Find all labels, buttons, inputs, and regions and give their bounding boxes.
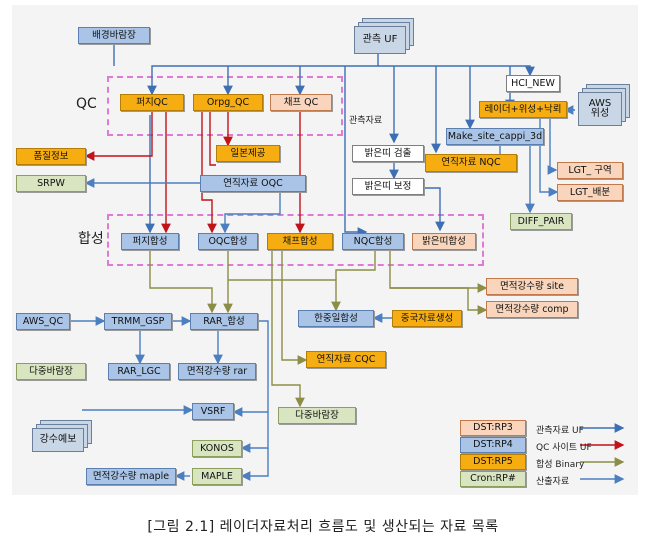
qc-section-label: QC	[76, 96, 97, 112]
node-multi-wind-left: 다중바람장	[16, 363, 86, 380]
node-hci-new: HCI_NEW	[506, 75, 560, 92]
node-orpg-qc: Orpg_QC	[193, 94, 263, 111]
node-maple: MAPLE	[192, 468, 242, 485]
legend-box-cron: Cron:RP#	[460, 471, 526, 487]
node-japan-provision: 일본제공	[216, 145, 280, 162]
qc-group-frame	[107, 76, 343, 136]
node-bright-band-correct: 밝은띠 보정	[352, 178, 424, 195]
node-area-rain-site: 면적강수량 site	[486, 278, 578, 295]
node-china-data: 중국자료생성	[392, 310, 462, 327]
node-bright-band-detect: 밝은띠 검출	[352, 145, 424, 162]
node-vsrf: VSRF	[192, 403, 234, 420]
qc-site-uf-flow	[84, 111, 305, 234]
node-nqc-comp: NQC합성	[342, 233, 404, 250]
legend-label-synthesis-binary: 합성 Binary	[536, 460, 585, 470]
node-radar-sat-lightning: 레이더+위성+낙뢰	[479, 101, 567, 118]
node-rain-forecast: 강수예보	[32, 428, 84, 452]
node-konos: KONOS	[192, 440, 242, 457]
observation-data-edge-label: 관측자료	[349, 116, 383, 126]
synthesis-binary-flow	[149, 250, 488, 408]
node-quality-info: 품질정보	[16, 148, 86, 165]
node-vertical-nqc: 연직자료 NQC	[425, 154, 517, 172]
legend-label-qc-site-uf: QC 사이트 UF	[536, 443, 592, 453]
node-background-wind: 배경바람장	[78, 27, 150, 44]
synthesis-section-label: 합성	[78, 231, 104, 247]
figure-caption: [그림 2.1] 레이더자료처리 흐름도 및 생산되는 자료 목록	[147, 519, 499, 535]
product-flow	[70, 105, 575, 481]
synthesis-group-frame	[107, 214, 484, 266]
legend-box-rp3: DST:RP3	[460, 420, 526, 436]
node-rar-comp: RAR_합성	[190, 313, 258, 330]
node-chaff-comp: 채프합성	[267, 233, 333, 250]
node-srpw: SRPW	[16, 175, 86, 192]
node-rar-lgc: RAR_LGC	[108, 363, 170, 380]
legend-box-rp5: DST:RP5	[460, 454, 526, 470]
node-area-rain-rar: 면적강수량 rar	[178, 363, 256, 380]
node-observation-uf: 관측 UF	[354, 26, 406, 54]
node-lgt-dist: LGT_배분	[557, 184, 623, 201]
legend-box-rp4: DST:RP4	[460, 437, 526, 453]
node-area-rain-comp: 면적강수량 comp	[486, 301, 578, 318]
node-korea-japan-comp: 한중일합성	[298, 310, 374, 327]
node-vertical-cqc: 연직자료 CQC	[306, 351, 386, 368]
legend-lines	[580, 423, 625, 484]
node-aws-sat: AWS 위성	[578, 92, 622, 126]
node-oqc-comp: OQC합성	[198, 233, 258, 250]
node-chaff-qc: 채프 QC	[270, 94, 332, 111]
node-trmm-gsp: TRMM_GSP	[104, 313, 172, 330]
node-lgt-zone: LGT_ 구역	[557, 162, 623, 179]
node-make-site-cappi: Make_site_cappi_3d	[446, 128, 544, 145]
legend-label-product: 산출자료	[536, 477, 570, 487]
node-area-rain-maple: 면적강수량 maple	[86, 468, 176, 485]
node-diff-pair: DIFF_PAIR	[510, 213, 572, 230]
node-bright-comp: 밝은띠합성	[412, 233, 476, 250]
node-fuzzy-qc: 퍼지QC	[120, 94, 184, 111]
node-aws-qc: AWS_QC	[16, 313, 70, 330]
node-multi-wind-center: 다중바람장	[278, 407, 356, 424]
legend-label-observation-uf: 관측자료 UF	[536, 426, 584, 436]
node-vertical-oqc: 연직자료 OQC	[200, 175, 306, 192]
node-fuzzy-comp: 퍼지합성	[121, 233, 179, 250]
